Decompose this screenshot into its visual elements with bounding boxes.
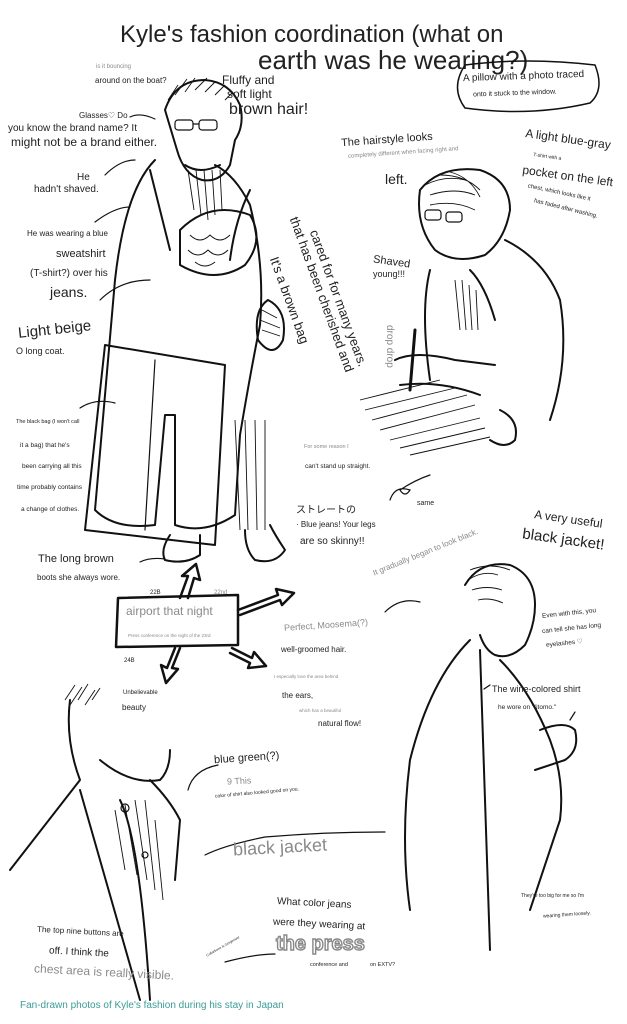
note-boots-2: boots she always wore.	[37, 573, 121, 582]
note-blackbag-5: a change of clothes.	[21, 506, 80, 513]
note-beauty-1: Unbelievable	[123, 690, 158, 696]
note-conference: conference and	[310, 962, 348, 968]
note-hair-3: brown hair!	[229, 101, 309, 118]
note-coat-2: O long coat.	[16, 346, 65, 356]
note-wine-1: The wine-colored shirt	[492, 684, 581, 694]
note-ears: the ears,	[282, 691, 314, 700]
note-sweat-4: jeans.	[50, 284, 88, 300]
note-hair-2: soft light	[227, 87, 272, 101]
note-the-press: the press	[275, 932, 365, 955]
note-jeans-2: are so skinny!!	[300, 536, 365, 547]
note-blackbag-4: time probably contains	[17, 484, 83, 491]
note-groomed: well-groomed hair.	[281, 645, 347, 654]
note-beauty-2: beauty	[122, 703, 147, 712]
airport-press-night: Press conference on the night of the 23r…	[128, 633, 211, 638]
note-blackbag-1: The black bag (I won't call	[16, 419, 80, 425]
page-title-line2: earth was he wearing?)	[258, 45, 529, 75]
note-ears-small: I especially love the area behind	[274, 674, 339, 679]
note-jeans-jp: ストレートの	[296, 505, 356, 516]
note-blackbag-2: it a bag) that he's	[20, 442, 70, 449]
note-flow-small: which has a beautiful	[299, 708, 342, 713]
note-hairstyle-3: left.	[385, 171, 408, 187]
note-boat: around on the boat?	[95, 76, 167, 85]
note-glasses-3: might not be a brand either.	[11, 135, 158, 149]
note-extv: on EXTV?	[370, 962, 396, 968]
note-sweat-3: (T-shirt?) over his	[30, 268, 108, 279]
note-boat-small: is it bouncing	[96, 64, 132, 70]
note-too-big-1: They're too big for me so I'm	[521, 893, 585, 899]
note-sweat-1: He was wearing a blue	[27, 229, 108, 238]
note-straight-1: For some reason I	[304, 444, 349, 450]
note-jeans-1: · Blue jeans! Your legs	[296, 520, 376, 529]
figure-caption: Fan-drawn photos of Kyle's fashion durin…	[20, 1000, 284, 1011]
note-same: same	[417, 500, 435, 507]
note-boots-1: The long brown	[38, 553, 114, 565]
note-glasses-2: you know the brand name? It	[8, 123, 137, 134]
note-flow: natural flow!	[318, 719, 362, 728]
note-shave-1: He	[77, 172, 90, 183]
airport-22nd: 22nd	[214, 590, 228, 596]
note-hair-1: Fluffy and	[222, 73, 275, 87]
page-title-line1: Kyle's fashion coordination (what on	[120, 21, 504, 48]
note-blackbag-3: been carrying all this	[22, 463, 82, 470]
note-shaved-2: young!!!	[373, 269, 406, 279]
airport-24b: 24B	[124, 658, 135, 664]
note-glasses-1: Glasses♡ Do	[79, 111, 128, 120]
note-straight-2: can't stand up straight.	[305, 463, 371, 470]
airport-22b: 22B	[150, 590, 161, 596]
note-shave-2: hadn't shaved.	[34, 184, 99, 195]
note-drop-drop: drop drop	[384, 325, 395, 368]
airport-label: airport that night	[126, 604, 213, 618]
note-nine-this: 9 This	[226, 775, 252, 787]
note-sweat-2: sweatshirt	[56, 248, 106, 260]
note-wine-2: he wore on "Iitomo."	[498, 704, 557, 711]
